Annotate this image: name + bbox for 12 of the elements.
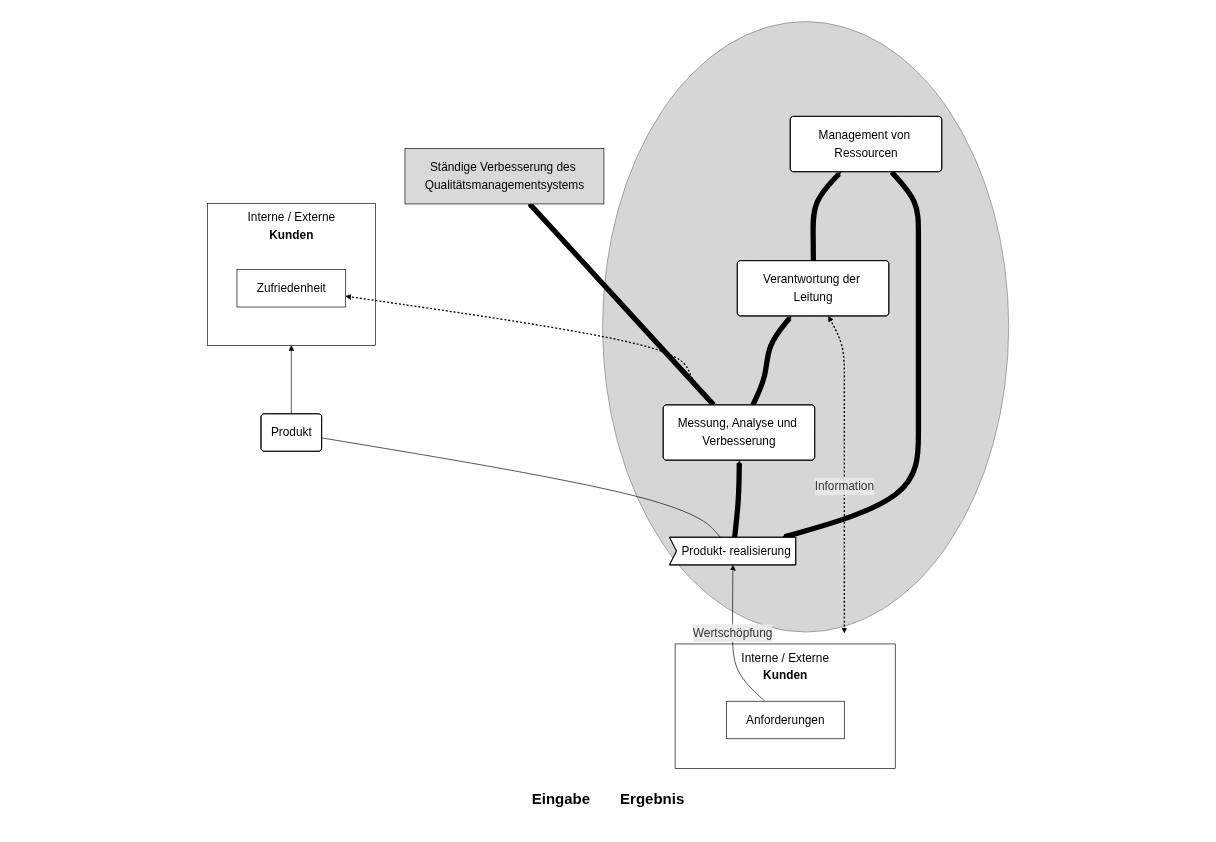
node-box: Ständige Verbesserung des Qualitätsmanagementsystems bbox=[404, 148, 605, 205]
arrow bbox=[810, 171, 842, 261]
note-label: Eingabe bbox=[531, 790, 591, 807]
node-box: Anforderungen bbox=[726, 700, 845, 740]
edge-label: Information bbox=[814, 479, 874, 493]
connector bbox=[321, 437, 722, 538]
arrow bbox=[732, 460, 743, 538]
node-box: Zufriedenheit bbox=[236, 269, 346, 308]
arrow bbox=[828, 316, 848, 634]
edge-label: Wertschöpfung bbox=[692, 626, 773, 640]
arrow bbox=[781, 170, 922, 540]
note-label: Ergebnis bbox=[620, 790, 685, 807]
